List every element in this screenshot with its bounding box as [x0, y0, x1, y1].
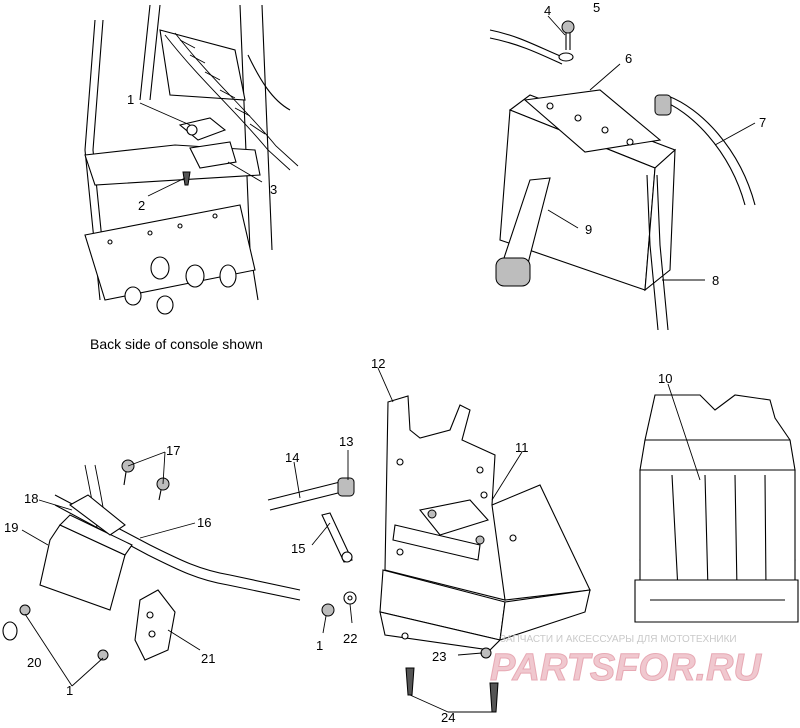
callout-1: 1	[127, 92, 134, 107]
callout-2: 2	[138, 198, 145, 213]
callout-14: 14	[285, 450, 299, 465]
callout-11: 11	[515, 440, 529, 455]
callout-16: 16	[197, 515, 211, 530]
battery-box-view	[267, 367, 591, 713]
callout-3: 3	[270, 182, 277, 197]
callout-15: 15	[291, 541, 305, 556]
callout-1-rectifier: 1	[66, 683, 73, 698]
callout-22: 22	[343, 631, 357, 646]
callout-19: 19	[4, 520, 18, 535]
rectifier-view	[2, 451, 301, 687]
callout-1-nut: 1	[316, 638, 323, 653]
callout-7: 7	[759, 115, 766, 130]
callout-5: 5	[593, 0, 600, 15]
callout-6: 6	[625, 51, 632, 66]
view-caption: Back side of console shown	[90, 336, 263, 352]
watermark-brand: PARTSFOR.RU	[490, 647, 762, 689]
callout-12: 12	[371, 356, 385, 371]
callout-24: 24	[441, 710, 455, 723]
callout-18: 18	[24, 491, 38, 506]
battery-cover-view	[634, 383, 799, 623]
callout-13: 13	[339, 434, 353, 449]
watermark-tagline: ЗАПЧАСТИ И АКСЕССУАРЫ ДЛЯ МОТОТЕХНИКИ	[500, 634, 737, 645]
battery-view	[489, 15, 756, 331]
callout-21: 21	[201, 651, 215, 666]
callout-23: 23	[432, 649, 446, 664]
callout-17: 17	[166, 443, 180, 458]
watermark: ЗАПЧАСТИ И АКСЕССУАРЫ ДЛЯ МОТОТЕХНИКИ PA…	[490, 634, 763, 690]
callout-labels: 1 2 3 4 5 6 7 8 9 10 11 12 13 14 15 16 1…	[4, 0, 766, 725]
callout-9: 9	[585, 222, 592, 237]
callout-20: 20	[27, 655, 41, 670]
callout-8: 8	[712, 273, 719, 288]
console-back-view	[84, 4, 299, 315]
callout-10: 10	[658, 371, 672, 386]
callout-4: 4	[544, 3, 551, 18]
